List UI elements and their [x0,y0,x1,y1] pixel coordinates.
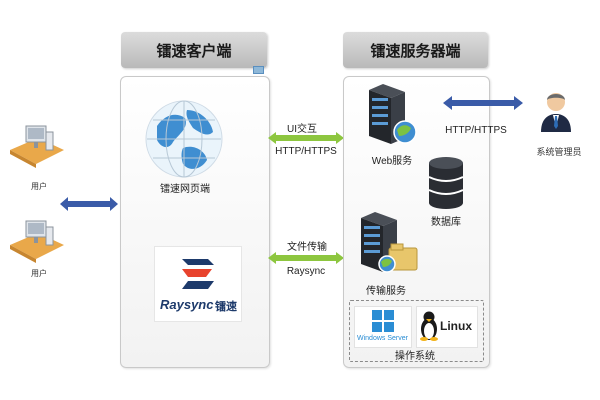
linux-text: Linux [440,319,472,333]
linux-logo: Linux [416,306,478,348]
raysync-logo-icon [182,259,214,289]
green-double-arrow [268,132,344,144]
user-computer-icon [10,125,64,168]
green-double-arrow [268,252,344,264]
transfer-service-label: 传输服务 [366,286,406,297]
web-client-label: 镭速网页端 [160,184,210,195]
server-title: 镭速服务器端 [343,32,488,68]
os-group [349,300,484,362]
windows-server-logo: Windows Server [354,306,412,348]
user-computer-icon [10,220,64,263]
client-title: 镭速客户端 [121,32,267,68]
blue-double-arrow [60,197,118,211]
raysync-logo-text: Raysync [160,297,214,312]
transfer-server-icon [361,212,418,273]
database-label: 数据库 [431,217,461,228]
admin-person-icon [541,93,571,132]
web-service-label: Web服务 [371,156,413,167]
windows-icon [372,310,394,332]
database-icon [428,157,464,209]
raysync-logo-cn: 镭速 [215,301,237,313]
blue-double-arrow [443,96,523,110]
ui-protocol-label: HTTP/HTTPS [275,146,337,157]
raysync-logo: Raysync 镭速 [154,246,242,322]
user-label: 用户 [31,182,47,191]
os-label: 操作系统 [395,351,435,362]
ui-interaction-label: UI交互 [287,124,317,135]
web-server-icon [369,84,417,144]
corner-tag-icon [253,66,264,74]
windows-server-text: Windows Server [357,335,408,342]
file-transfer-label: 文件传输 [287,242,327,253]
admin-label: 系统管理员 [536,147,582,157]
user-label: 用户 [31,269,47,278]
globe-icon [145,100,223,178]
tux-icon [420,311,438,341]
admin-protocol-label: HTTP/HTTPS [445,125,507,136]
file-protocol-label: Raysync [286,266,326,277]
